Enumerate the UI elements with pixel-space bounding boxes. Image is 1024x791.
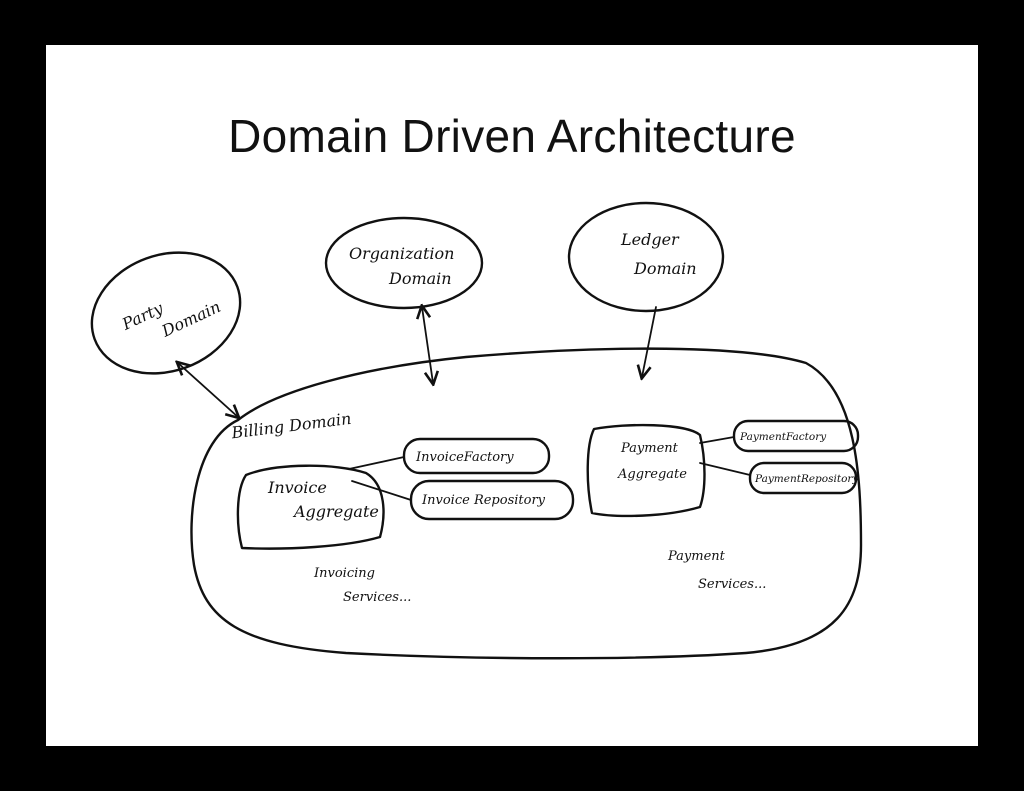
invoice-repository-link	[351, 480, 412, 501]
invoice-factory-label: InvoiceFactory	[415, 450, 514, 465]
ledger-billing-arrow	[642, 306, 657, 377]
invoice-factory-box	[402, 437, 551, 475]
payment-services-label: Payment Services...	[667, 549, 766, 592]
invoice-factory-link	[348, 456, 405, 470]
payment-factory-label: PaymentFactory	[739, 431, 827, 443]
payment-repository-link	[699, 462, 751, 476]
payment-factory-box	[732, 419, 860, 453]
payment-aggregate-label: Payment Aggregate	[617, 441, 687, 482]
invoice-aggregate-box	[236, 464, 385, 550]
billing-domain-boundary	[190, 347, 863, 660]
party-domain-label: Party Domain	[118, 276, 223, 355]
ledger-domain-ellipse	[567, 201, 725, 313]
slide: Domain Driven Architecture	[46, 45, 978, 746]
payment-factory-link	[699, 436, 735, 444]
party-billing-arrow	[178, 363, 238, 417]
payment-aggregate-box	[586, 423, 706, 518]
invoicing-services-label: Invoicing Services...	[313, 566, 411, 605]
ledger-domain-label: Ledger Domain	[620, 230, 697, 278]
payment-repository-label: PaymentRepository	[754, 473, 859, 485]
organization-domain-label: Organization Domain	[349, 244, 460, 288]
payment-repository-box	[748, 461, 858, 495]
organization-domain-ellipse	[324, 216, 484, 310]
organization-billing-arrow	[422, 307, 433, 383]
architecture-diagram: Party Domain Organization Domain Ledger …	[90, 201, 863, 660]
slide-title: Domain Driven Architecture	[228, 110, 796, 162]
invoice-repository-label: Invoice Repository	[421, 493, 546, 508]
invoice-aggregate-label: Invoice Aggregate	[267, 478, 379, 521]
